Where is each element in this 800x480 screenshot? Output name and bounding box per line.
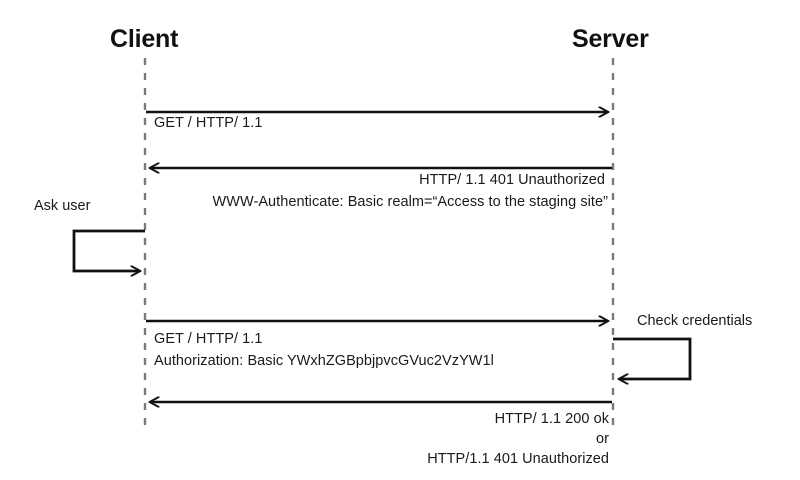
label-response-final-line-3: HTTP/1.1 401 Unauthorized (427, 451, 609, 467)
actor-title-client: Client (110, 25, 179, 53)
label-response-final-line-1: HTTP/ 1.1 200 ok (494, 411, 609, 427)
label-response-401-line-2: WWW-Authenticate: Basic realm=“Access to… (212, 194, 608, 210)
label-request-2-line-1: GET / HTTP/ 1.1 (154, 331, 263, 347)
label-request-1-line-1: GET / HTTP/ 1.1 (154, 115, 263, 131)
label-response-401-line-1: HTTP/ 1.1 401 Unauthorized (419, 172, 605, 188)
arrow-ask-user-loop (72, 229, 145, 271)
label-response-final-line-2: or (596, 431, 609, 447)
label-ask-user: Ask user (34, 198, 91, 214)
arrow-check-credentials-loop (613, 337, 692, 379)
label-request-2-line-2: Authorization: Basic YWxhZGBpbjpvcGVuc2V… (154, 353, 494, 369)
actor-title-server: Server (572, 25, 649, 53)
label-check-credentials: Check credentials (637, 313, 753, 329)
